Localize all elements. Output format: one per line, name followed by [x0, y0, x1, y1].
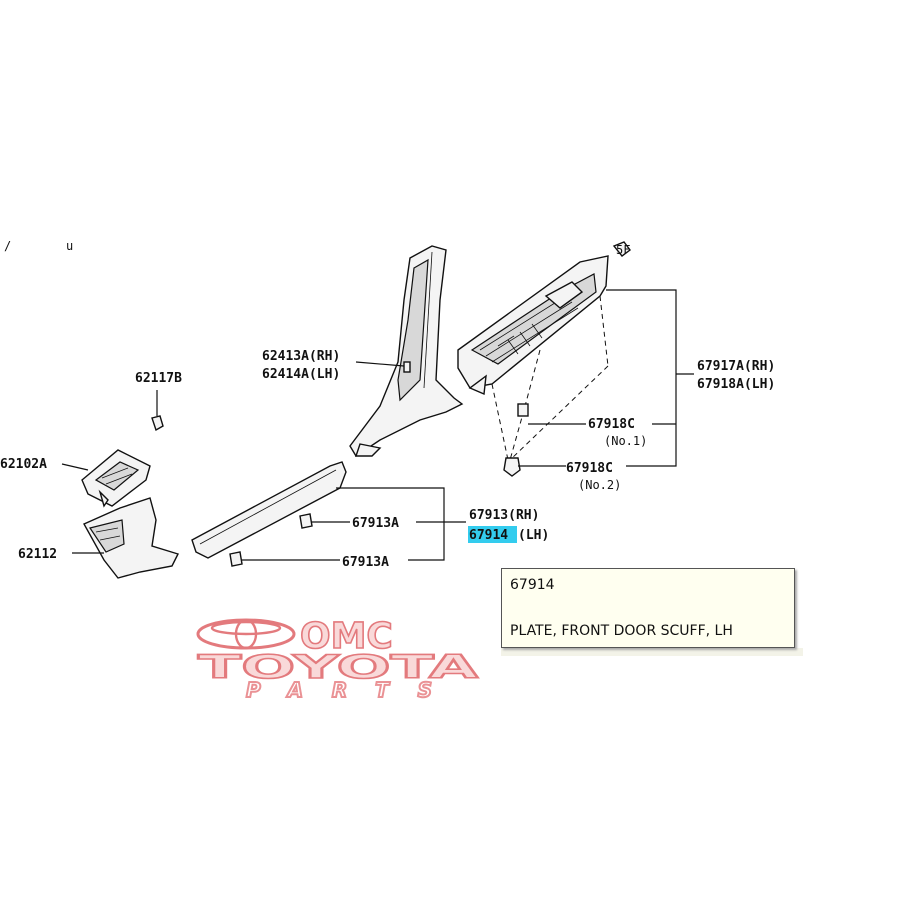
rear-scuff-plate-drawing: 5F: [457, 241, 694, 477]
callout-67913a-lower[interactable]: 67913A: [342, 555, 389, 570]
clip-62117b-drawing: [151, 390, 164, 432]
trim-62112-drawing: [72, 497, 179, 579]
callout-67913a-upper[interactable]: 67913A: [352, 516, 399, 531]
pillar-garnish-drawing: [349, 245, 464, 457]
corner-mark-right: u: [66, 239, 73, 253]
callout-62414a[interactable]: 62414A(LH): [262, 367, 340, 382]
callout-67914[interactable]: 67914: [469, 528, 508, 543]
callout-62413a[interactable]: 62413A(RH): [262, 349, 340, 364]
callout-67913[interactable]: 67913(RH): [469, 508, 539, 523]
callout-67918c-no1[interactable]: 67918C: [588, 417, 635, 432]
callout-67917a[interactable]: 67917A(RH): [697, 359, 775, 374]
callout-62112[interactable]: 62112: [18, 547, 57, 562]
callout-67918a[interactable]: 67918A(LH): [697, 377, 775, 392]
part-tooltip: 67914 PLATE, FRONT DOOR SCUFF, LH: [501, 568, 795, 648]
watermark-line2: TOYOTA: [198, 648, 478, 686]
callout-67918c-no1-note: (No.1): [604, 434, 647, 448]
callout-67918c-no2[interactable]: 67918C: [566, 461, 613, 476]
watermark-logo: OMC TOYOTA PARTS: [196, 615, 479, 703]
tooltip-part-description: PLATE, FRONT DOOR SCUFF, LH: [510, 623, 733, 639]
bracket-62102a-drawing: [61, 449, 151, 508]
watermark-line1: OMC: [300, 616, 393, 657]
svg-text:5F: 5F: [616, 243, 630, 257]
callout-67914-side: (LH): [518, 528, 549, 543]
callout-62102a[interactable]: 62102A: [0, 457, 47, 472]
front-scuff-plate-drawing: [191, 461, 466, 567]
callout-67918c-no2-note: (No.2): [578, 478, 621, 492]
callout-67914-highlight: [468, 526, 517, 543]
callout-62117b[interactable]: 62117B: [135, 371, 182, 386]
corner-mark-left: /: [4, 239, 11, 253]
tooltip-shadow-strip: [501, 648, 803, 656]
tooltip-part-code: 67914: [510, 577, 555, 593]
